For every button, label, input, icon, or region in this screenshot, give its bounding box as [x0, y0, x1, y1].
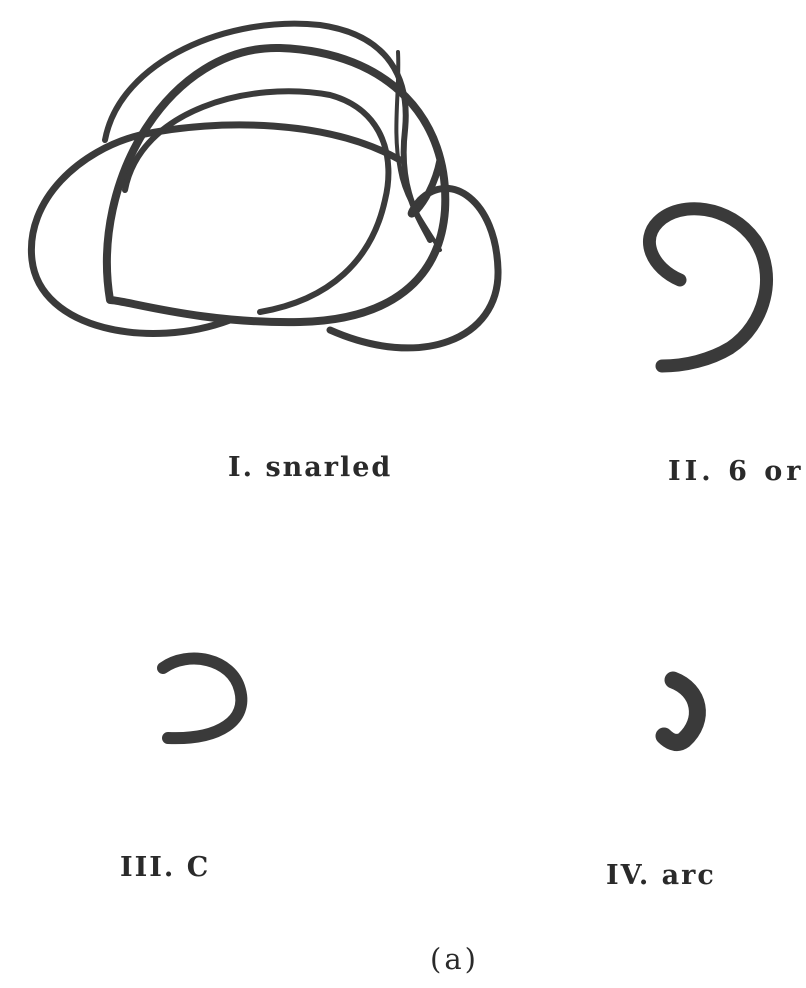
panel-3-name: C: [187, 852, 211, 883]
c-shape: [163, 659, 241, 739]
six-or-nine-shape: [649, 209, 766, 366]
panel-2-name: 6 or 9: [728, 456, 806, 487]
snarled-loop-left: [31, 125, 400, 334]
arc-shape: [664, 680, 697, 743]
panel-3-label: III. C: [120, 852, 210, 883]
panel-2-numeral: II.: [668, 456, 715, 487]
figure-caption: (a): [430, 942, 479, 976]
snarled-shape: [31, 24, 498, 348]
panel-4-label: IV. arc: [606, 860, 716, 891]
snarled-loop-right: [330, 160, 498, 348]
panel-3-numeral: III.: [120, 852, 175, 883]
panel-2-label: II. 6 or 9: [668, 456, 806, 487]
panel-4-name: arc: [662, 860, 716, 891]
panel-1-label: I. snarled: [228, 452, 392, 483]
panel-1-name: snarled: [265, 452, 392, 483]
panel-1-numeral: I.: [228, 452, 254, 483]
panel-4-numeral: IV.: [606, 860, 650, 891]
